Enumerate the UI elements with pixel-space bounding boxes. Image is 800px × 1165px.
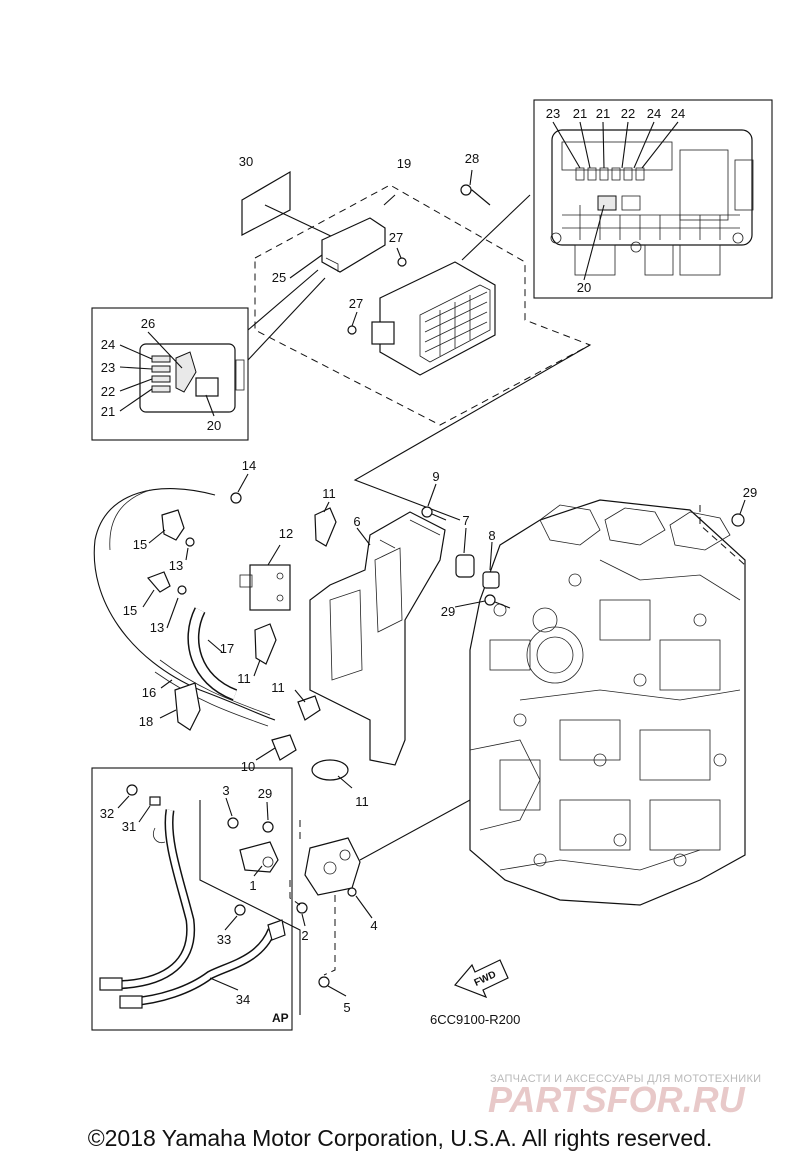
- detail-box-fuse-holder: 26 24 23 22 21 20: [91, 307, 249, 441]
- engine-block-illustration: 29: [469, 485, 757, 906]
- callout-23: 23: [546, 106, 560, 121]
- callout-13: 13: [150, 620, 164, 635]
- callout-19: 19: [397, 156, 411, 171]
- callout-31: 31: [122, 819, 136, 834]
- callout-33: 33: [217, 932, 231, 947]
- bracket-assembly: 6 7 8 9 29 11 11 11 10 11: [237, 469, 511, 809]
- callout-28: 28: [465, 151, 479, 166]
- watermark-brand: PARTSFOR.RU: [488, 1079, 746, 1120]
- callout-11: 11: [322, 486, 336, 501]
- callout-3: 3: [222, 783, 229, 798]
- callout-11: 11: [237, 671, 251, 686]
- detail-box-ecu-connector: 23 21 21 22 24 24 20: [533, 99, 773, 299]
- callout-29: 29: [743, 485, 757, 500]
- callout-21: 21: [596, 106, 610, 121]
- lower-relay-assembly: 3 29 32 31 1 2 4 33 5 34 AP: [91, 767, 471, 1031]
- callout-12: 12: [279, 526, 293, 541]
- callout-30: 30: [239, 154, 253, 169]
- callout-14: 14: [242, 458, 256, 473]
- callout-17: 17: [220, 641, 234, 656]
- wiring-harness-assembly: 12 15 13 15 13 14 16 17 18: [93, 458, 293, 731]
- callout-1: 1: [249, 878, 256, 893]
- callout-15: 15: [123, 603, 137, 618]
- callout-24: 24: [647, 106, 661, 121]
- callout-11: 11: [355, 794, 369, 809]
- fwd-arrow: FWD: [453, 959, 509, 999]
- callout-2: 2: [301, 928, 308, 943]
- callout-8: 8: [488, 528, 495, 543]
- callout-6: 6: [353, 514, 360, 529]
- callout-16: 16: [142, 685, 156, 700]
- diagram-code: 6CC9100-R200: [430, 1012, 520, 1027]
- callout-21: 21: [573, 106, 587, 121]
- callout-22: 22: [621, 106, 635, 121]
- callout-24: 24: [101, 337, 115, 352]
- callout-32: 32: [100, 806, 114, 821]
- callout-10: 10: [241, 759, 255, 774]
- callout-25: 25: [272, 270, 286, 285]
- callout-27: 27: [389, 230, 403, 245]
- callout-11: 11: [271, 680, 285, 695]
- copyright-notice: ©2018 Yamaha Motor Corporation, U.S.A. A…: [87, 1125, 713, 1151]
- callout-26: 26: [141, 316, 155, 331]
- callout-20: 20: [577, 280, 591, 295]
- ecu-assembly: 30 19 28 27 25 27: [239, 151, 592, 426]
- callout-23: 23: [101, 360, 115, 375]
- callout-21: 21: [101, 404, 115, 419]
- callout-24: 24: [671, 106, 685, 121]
- callout-4: 4: [370, 918, 377, 933]
- callout-7: 7: [462, 513, 469, 528]
- callout-20: 20: [207, 418, 221, 433]
- callout-34: 34: [236, 992, 250, 1007]
- callout-29: 29: [258, 786, 272, 801]
- callout-29: 29: [441, 604, 455, 619]
- callout-13: 13: [169, 558, 183, 573]
- callout-5: 5: [343, 1000, 350, 1015]
- callout-15: 15: [133, 537, 147, 552]
- callout-9: 9: [432, 469, 439, 484]
- callout-22: 22: [101, 384, 115, 399]
- callout-27: 27: [349, 296, 363, 311]
- callout-18: 18: [139, 714, 153, 729]
- watermark-tagline: ЗАПЧАСТИ И АКСЕССУАРЫ ДЛЯ МОТОТЕХНИКИ: [490, 1073, 761, 1085]
- ap-label: AP: [272, 1011, 289, 1025]
